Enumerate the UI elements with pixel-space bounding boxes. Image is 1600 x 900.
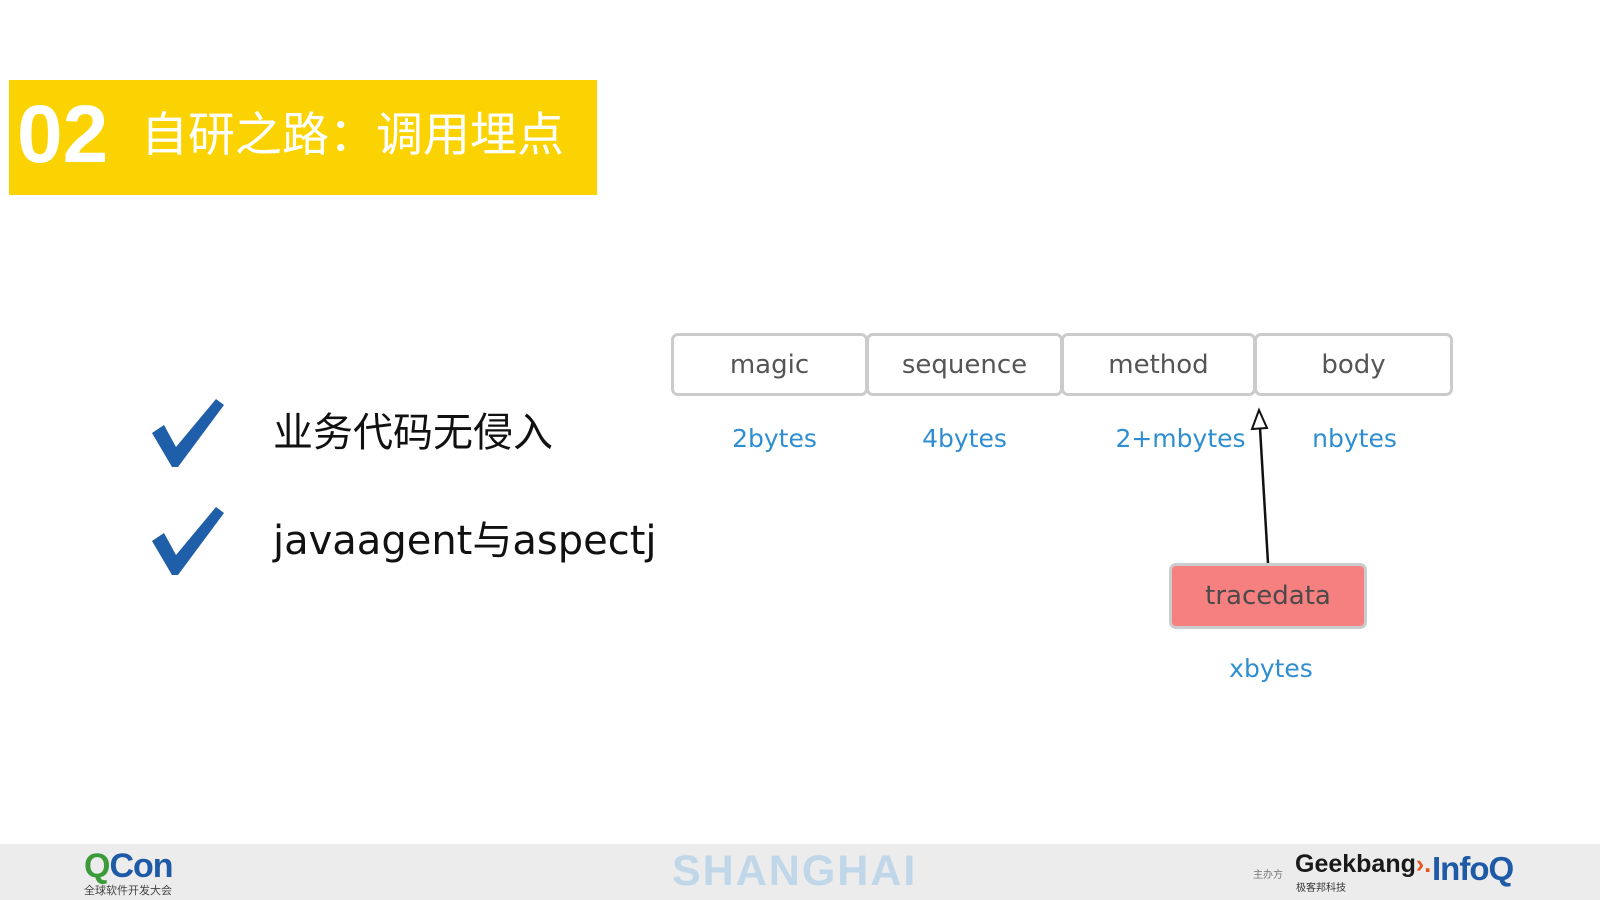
- section-number: 02: [17, 89, 109, 180]
- bullet-item-javaagent: javaagent与aspectj: [273, 518, 657, 564]
- tracedata-box: tracedata: [1169, 563, 1367, 629]
- checkmark-icon: [152, 399, 224, 467]
- geekbang-logo-subtitle: 极客邦科技: [1296, 883, 1346, 894]
- size-label-method: 2+mbytes: [1115, 424, 1246, 453]
- size-label-magic: 2bytes: [732, 424, 817, 453]
- checkmark-icon: [152, 507, 224, 575]
- size-label-body: nbytes: [1312, 424, 1397, 453]
- title-banner: 02 自研之路：调用埋点: [9, 80, 597, 195]
- page-title: 自研之路：调用埋点: [141, 108, 564, 163]
- qcon-logo: QCon: [84, 847, 174, 885]
- field-method: method: [1061, 333, 1256, 396]
- geekbang-logo: Geekbang›.: [1295, 850, 1432, 878]
- infoq-logo: InfoQ: [1432, 850, 1514, 887]
- organizer-label: 主办方: [1253, 870, 1283, 881]
- size-label-tracedata: xbytes: [1229, 654, 1313, 683]
- footer-city: SHANGHAI: [672, 847, 918, 895]
- footer-bar: QCon 全球软件开发大会 SHANGHAI 主办方 Geekbang›. 极客…: [0, 844, 1600, 900]
- field-body: body: [1254, 333, 1453, 396]
- qcon-logo-subtitle: 全球软件开发大会: [84, 884, 172, 897]
- size-label-sequence: 4bytes: [922, 424, 1007, 453]
- bullet-item-no-intrusion: 业务代码无侵入: [273, 410, 553, 456]
- field-magic: magic: [671, 333, 868, 396]
- field-sequence: sequence: [866, 333, 1063, 396]
